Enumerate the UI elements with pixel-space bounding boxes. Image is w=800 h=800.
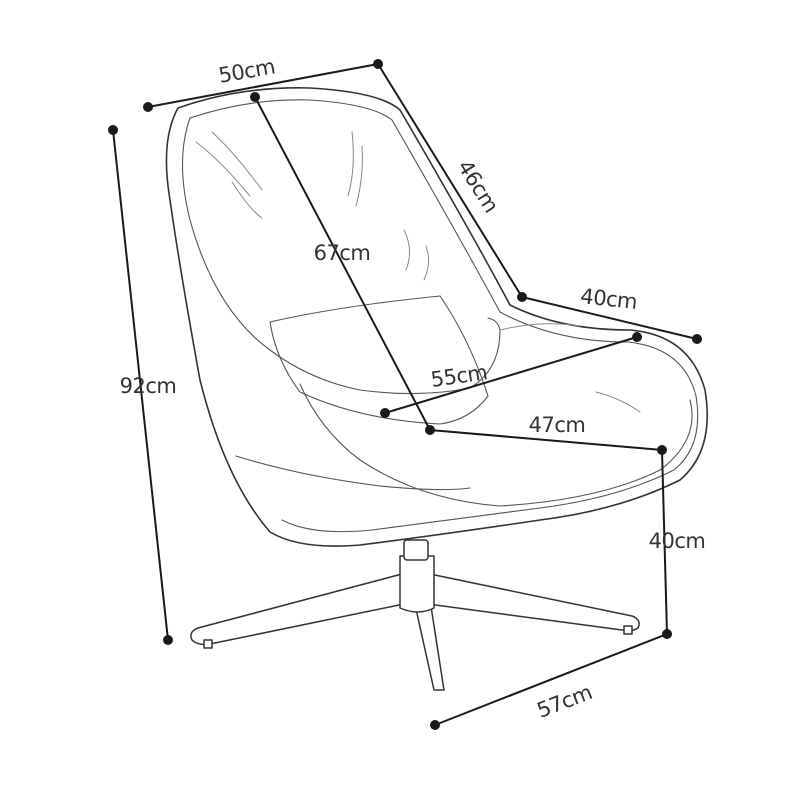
label-total-height: 92cm	[120, 374, 177, 398]
dim-seat-height: 40cm	[649, 449, 706, 639]
dim-total-height: 92cm	[108, 125, 177, 645]
label-back-height: 67cm	[314, 241, 371, 265]
chair-shell	[165, 87, 708, 547]
label-seat-depth: 47cm	[529, 413, 586, 437]
dim-seat-width: 55cm	[380, 332, 642, 418]
dim-seat-side: 40cm	[521, 284, 702, 344]
dim-base-width: 57cm	[430, 633, 668, 730]
label-seat-width: 55cm	[429, 360, 489, 392]
label-base-width: 57cm	[534, 680, 596, 723]
label-seat-side: 40cm	[579, 284, 638, 314]
dim-seat-depth: 47cm	[429, 413, 667, 455]
dim-back-side-depth: 46cm	[377, 63, 527, 302]
chair-base	[190, 539, 640, 691]
label-seat-top-width: 50cm	[217, 54, 277, 87]
label-seat-height: 40cm	[649, 529, 706, 553]
dim-back-height: 67cm	[250, 92, 435, 435]
label-back-side-depth: 46cm	[453, 156, 503, 217]
dim-seat-top-width: 50cm	[143, 54, 383, 112]
